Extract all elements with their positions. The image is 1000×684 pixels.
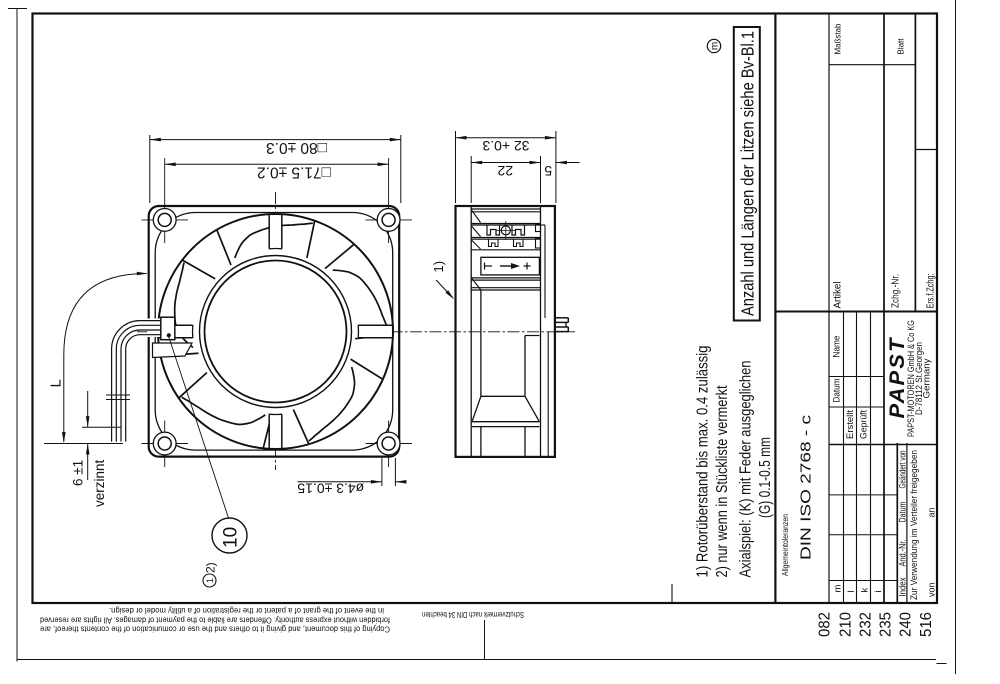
- svg-text:verzinnt: verzinnt: [92, 459, 107, 507]
- svg-text:10: 10: [221, 527, 242, 548]
- svg-text:Axialspiel: (K) mit Feder ausg: Axialspiel: (K) mit Feder ausgeglichen: [738, 361, 755, 578]
- svg-text:l: l: [846, 590, 857, 592]
- svg-text:an: an: [927, 507, 937, 517]
- svg-text:240: 240: [898, 612, 915, 637]
- svg-text:5: 5: [544, 163, 552, 179]
- svg-text:Geändert von: Geändert von: [898, 451, 908, 489]
- svg-text:PAPST: PAPST: [886, 336, 909, 418]
- svg-text:082: 082: [817, 612, 834, 637]
- svg-text:i: i: [873, 590, 884, 592]
- svg-text:L: L: [48, 379, 65, 387]
- svg-text:Erstellt: Erstellt: [845, 410, 856, 439]
- svg-text:Ers.f.Zchg:: Ers.f.Zchg:: [926, 274, 937, 309]
- svg-text:in the event of the grant of a: in the event of the grant of a patent or…: [109, 606, 384, 616]
- svg-text:Schutzvermerk nach DIN 34 beac: Schutzvermerk nach DIN 34 beachten: [422, 610, 524, 619]
- svg-text:□71.5 ±0.2: □71.5 ±0.2: [257, 164, 331, 181]
- svg-text:Germany: Germany: [922, 358, 932, 399]
- svg-text:Anzahl und Längen der Litzen s: Anzahl und Längen der Litzen siehe Bv-Bl…: [738, 31, 758, 316]
- svg-text:Artikel: Artikel: [833, 282, 844, 309]
- svg-text:2): 2): [204, 562, 218, 573]
- svg-text:516: 516: [918, 612, 935, 637]
- svg-text:ø4.3 ±0.15: ø4.3 ±0.15: [297, 481, 364, 497]
- svg-text:And.-Nr.: And.-Nr.: [898, 540, 908, 567]
- svg-text:Geprüft: Geprüft: [859, 410, 870, 439]
- svg-text:32 +0.3: 32 +0.3: [482, 138, 529, 154]
- svg-text:235: 235: [878, 612, 895, 637]
- svg-text:210: 210: [838, 612, 855, 637]
- svg-text:Name: Name: [832, 336, 843, 358]
- svg-text:1: 1: [205, 578, 215, 583]
- svg-text:PAPST-MOTOREN GmbH & Co KG: PAPST-MOTOREN GmbH & Co KG: [906, 320, 916, 437]
- svg-text:Maßstab: Maßstab: [833, 23, 843, 54]
- svg-text:Datum: Datum: [832, 378, 843, 402]
- svg-text:□80 ±0.3: □80 ±0.3: [266, 139, 327, 156]
- svg-text:2) nur wenn in Stückliste verm: 2) nur wenn in Stückliste vermerkt: [714, 385, 731, 578]
- svg-text:k: k: [860, 588, 871, 593]
- svg-text:Blatt: Blatt: [896, 38, 906, 55]
- svg-text:m: m: [710, 42, 721, 50]
- svg-text:Datum: Datum: [898, 502, 908, 523]
- svg-text:1) Rotorüberstand bis max. 0.4: 1) Rotorüberstand bis max. 0.4 zulässig: [695, 346, 712, 578]
- svg-text:232: 232: [858, 612, 875, 637]
- svg-text:22: 22: [497, 163, 513, 179]
- svg-text:1): 1): [431, 261, 446, 273]
- svg-text:D-78112 St.Georgen: D-78112 St.Georgen: [914, 342, 924, 415]
- svg-text:6 ±1: 6 ±1: [71, 460, 86, 486]
- svg-text:forbidden without express auth: forbidden without express authority. Off…: [40, 615, 390, 625]
- svg-text:Zur Verwendung im Verteiler fr: Zur Verwendung im Verteiler freigegeben: [909, 450, 920, 600]
- svg-text:m: m: [833, 585, 844, 593]
- svg-text:(G) 0.1-0.5 mm: (G) 0.1-0.5 mm: [757, 437, 774, 518]
- svg-text:Copying of this document, and: Copying of this document, and giving it …: [40, 625, 390, 635]
- svg-text:Allgemeintoleranzen: Allgemeintoleranzen: [781, 514, 790, 576]
- svg-text:DIN ISO 2768 - c: DIN ISO 2768 - c: [799, 415, 815, 560]
- svg-text:Zchg.-Nr.: Zchg.-Nr.: [889, 274, 901, 308]
- svg-text:Index: Index: [898, 577, 908, 596]
- svg-text:von: von: [927, 582, 937, 597]
